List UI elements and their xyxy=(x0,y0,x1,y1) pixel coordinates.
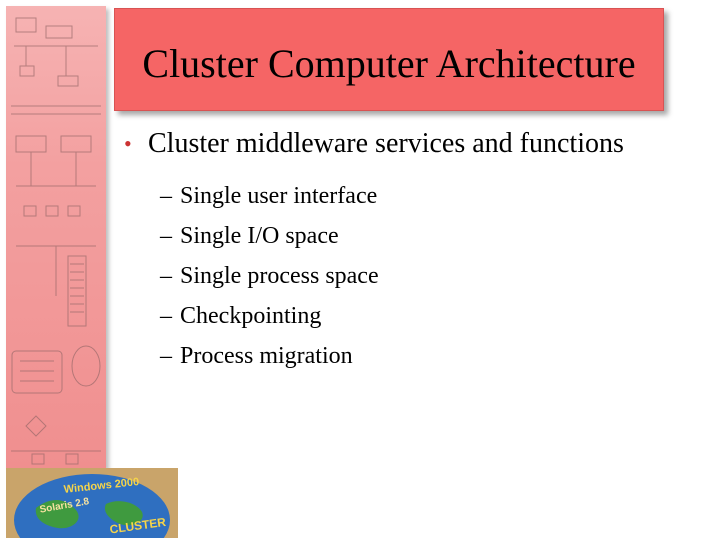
sub-bullet-dash: – xyxy=(160,183,172,209)
sub-bullet-text: Checkpointing xyxy=(180,303,322,329)
sub-bullet-dash: – xyxy=(160,223,172,249)
sub-bullet-item: – Checkpointing xyxy=(160,296,688,336)
sub-bullet-item: – Single I/O space xyxy=(160,216,688,256)
circuit-diagram-graphic xyxy=(11,17,101,465)
slide-title: Cluster Computer Architecture xyxy=(142,40,636,86)
title-banner: Cluster Computer Architecture xyxy=(114,8,664,111)
decorative-diagram-strip xyxy=(6,6,106,468)
cluster-logo: Windows 2000 Solaris 2.8 CLUSTER xyxy=(6,468,178,538)
main-bullet-text: Cluster middleware services and function… xyxy=(148,128,624,159)
sub-bullet-item: – Process migration xyxy=(160,336,688,376)
sub-bullet-dash: – xyxy=(160,303,172,329)
sub-bullet-text: Single user interface xyxy=(180,183,378,209)
sub-bullet-list: – Single user interface – Single I/O spa… xyxy=(118,176,688,376)
bullet-content: • Cluster middleware services and functi… xyxy=(118,126,688,376)
bullet-dot: • xyxy=(124,131,132,156)
sub-bullet-text: Process migration xyxy=(180,343,353,369)
sub-bullet-dash: – xyxy=(160,263,172,289)
sub-bullet-text: Single I/O space xyxy=(180,223,339,249)
globe-logo-graphic: Windows 2000 Solaris 2.8 CLUSTER xyxy=(6,468,178,538)
sub-bullet-item: – Single process space xyxy=(160,256,688,296)
sub-bullet-item: – Single user interface xyxy=(160,176,688,216)
sub-bullet-dash: – xyxy=(160,343,172,369)
main-bullet: • Cluster middleware services and functi… xyxy=(118,126,688,162)
sub-bullet-text: Single process space xyxy=(180,263,379,289)
